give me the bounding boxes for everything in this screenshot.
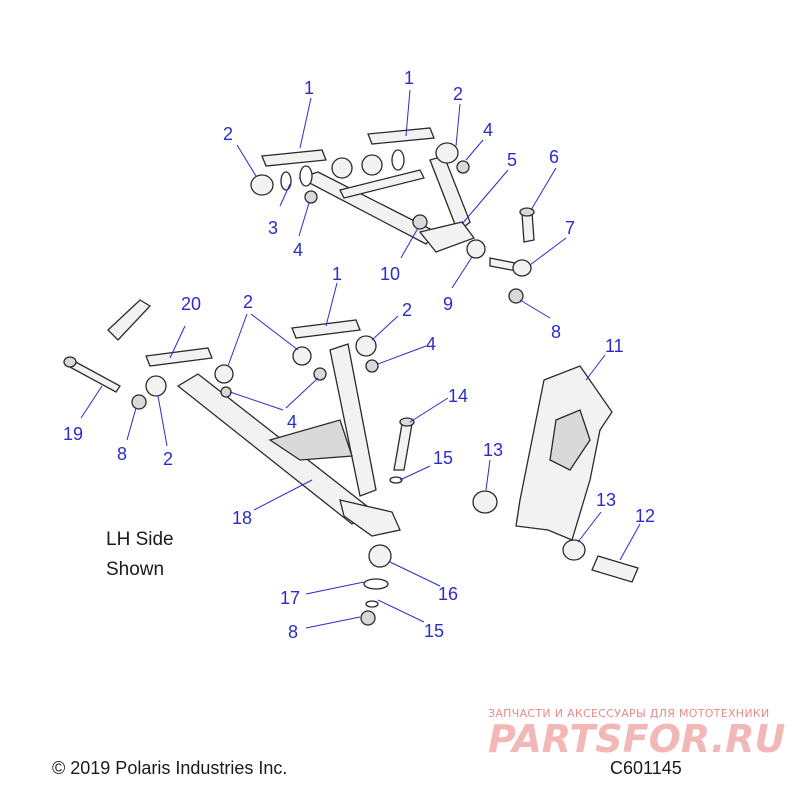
callout-9: 9 xyxy=(443,294,453,314)
callout-2-upper-right: 2 xyxy=(453,84,463,104)
bolt-14 xyxy=(393,423,413,471)
callout-14: 14 xyxy=(448,386,468,406)
callout-2-lower-right: 2 xyxy=(402,300,412,320)
nut-8-lower xyxy=(360,610,376,626)
upper-bushing-left-inner xyxy=(331,157,353,179)
callout-8-lower: 8 xyxy=(288,622,298,642)
upper-bushing-right-inner xyxy=(361,154,383,176)
upper-washer-right xyxy=(391,149,405,171)
watermark-brand: PARTSFOR.RU xyxy=(488,717,786,761)
callout-3: 3 xyxy=(268,218,278,238)
callout-4-lower-right: 4 xyxy=(426,334,436,354)
nut-8-upper xyxy=(508,288,524,304)
callout-8-left: 8 xyxy=(117,444,127,464)
bushing-13-left xyxy=(472,490,498,514)
bolt-19 xyxy=(67,359,121,393)
lower-a-arm-assembly xyxy=(63,299,415,626)
callout-19: 19 xyxy=(63,424,83,444)
upper-pivot-plate-left xyxy=(261,149,327,167)
callout-18: 18 xyxy=(232,508,252,528)
upper-bushing-right-outer xyxy=(435,142,459,164)
callout-2-lower-bottom: 2 xyxy=(163,449,173,469)
upper-arm-cross-brace xyxy=(339,169,425,199)
callout-12: 12 xyxy=(635,506,655,526)
callout-numbers: 1 1 2 2 4 5 6 2 3 4 7 10 9 8 1 20 2 2 4 … xyxy=(63,68,655,642)
lower-bushing-right-inner xyxy=(292,346,312,366)
tie-rod-end-head xyxy=(512,259,532,277)
washer-15-lower xyxy=(365,600,379,608)
callout-15-upper: 15 xyxy=(433,448,453,468)
lower-arm-gusset xyxy=(268,419,353,461)
lower-bushing-mid xyxy=(214,364,234,384)
knuckle-web xyxy=(549,409,591,471)
callout-5: 5 xyxy=(507,150,517,170)
upper-pivot-plate-right xyxy=(367,127,435,145)
callout-1-upper-left: 1 xyxy=(304,78,314,98)
callout-8-upper: 8 xyxy=(551,322,561,342)
lower-bushing-right-outer xyxy=(355,335,377,357)
lower-pivot-plate-right xyxy=(291,319,361,339)
lower-fitting-left xyxy=(220,386,232,398)
copyright-notice: © 2019 Polaris Industries Inc. xyxy=(52,758,287,778)
upper-washer-left-b xyxy=(299,165,313,187)
lower-bushing-left xyxy=(145,375,167,397)
ball-joint-9 xyxy=(466,239,486,259)
bolt-6-head xyxy=(519,207,535,217)
callout-2-upper-left: 2 xyxy=(223,124,233,144)
bolt-19-head xyxy=(63,356,77,368)
callout-13-right: 13 xyxy=(596,490,616,510)
callout-leaders xyxy=(80,89,641,629)
pin-12 xyxy=(591,555,639,583)
nut-8-left xyxy=(131,394,147,410)
callout-6: 6 xyxy=(549,147,559,167)
callout-17: 17 xyxy=(280,588,300,608)
lower-fitting-right xyxy=(365,359,379,373)
washer-15-upper xyxy=(389,476,403,484)
callout-1-upper-right: 1 xyxy=(404,68,414,88)
upper-nut-10 xyxy=(412,214,428,230)
watermark-tagline: ЗАПЧАСТИ И АКСЕССУАРЫ ДЛЯ МОТОТЕХНИКИ xyxy=(488,707,770,720)
snap-ring-17 xyxy=(363,578,389,590)
bushing-13-right xyxy=(562,539,586,561)
upper-arm-ball-joint-boss xyxy=(418,221,476,253)
callout-4-upper-left: 4 xyxy=(293,240,303,260)
lower-fitting-mid xyxy=(313,367,327,381)
callout-10: 10 xyxy=(380,264,400,284)
lower-arm-rear-tube xyxy=(329,343,377,497)
knuckle-assembly xyxy=(472,365,639,583)
lower-pivot-plate-left xyxy=(145,347,213,367)
pivot-plate-20 xyxy=(107,299,152,341)
callout-4-upper-right: 4 xyxy=(483,120,493,140)
upper-bushing-left-outer xyxy=(250,174,274,196)
ball-joint-16 xyxy=(368,544,392,568)
callout-16: 16 xyxy=(438,584,458,604)
callout-2-lower-left: 2 xyxy=(243,292,253,312)
callout-4-lower-mid: 4 xyxy=(287,412,297,432)
side-note-line2: Shown xyxy=(106,559,164,580)
callout-11: 11 xyxy=(605,336,624,356)
upper-grease-fitting-left xyxy=(304,190,318,204)
callout-1-lower: 1 xyxy=(332,264,342,284)
callout-20: 20 xyxy=(181,294,201,314)
upper-a-arm-assembly xyxy=(250,127,535,304)
upper-grease-fitting-right xyxy=(456,160,470,174)
lower-arm-ball-joint-boss xyxy=(339,499,401,537)
callout-15-lower: 15 xyxy=(424,621,444,641)
side-note-line1: LH Side xyxy=(106,529,174,550)
diagram-code: C601145 xyxy=(610,758,682,778)
callout-7: 7 xyxy=(565,218,575,238)
upper-washer-left xyxy=(280,171,292,191)
callout-13-left: 13 xyxy=(483,440,503,460)
bolt-14-head xyxy=(399,417,415,427)
